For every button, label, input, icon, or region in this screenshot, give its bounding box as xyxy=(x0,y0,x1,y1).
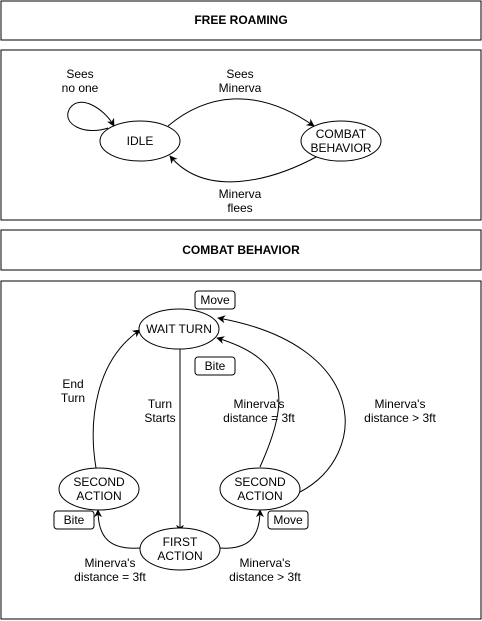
state-second-action-right-label-2: ACTION xyxy=(237,489,282,503)
tag-move-right xyxy=(267,510,309,530)
label-end-turn-2: Turn xyxy=(61,391,85,405)
label-sees-no-one-2: no one xyxy=(62,81,99,95)
label-dist-gt-lower-1: Minerva's xyxy=(240,556,291,570)
label-dist-eq-lower-1: Minerva's xyxy=(85,556,136,570)
label-sees-minerva-1: Sees xyxy=(226,67,253,81)
label-dist-gt-upper-2: distance > 3ft xyxy=(364,411,436,425)
label-minerva-flees-1: Minerva xyxy=(219,187,262,201)
edge-sees-minerva xyxy=(167,98,315,127)
state-second-action-left-label-2: ACTION xyxy=(76,489,121,503)
state-idle xyxy=(99,120,181,162)
tag-move-top xyxy=(194,290,236,310)
label-sees-minerva-2: Minerva xyxy=(219,81,262,95)
label-turn-starts-2: Starts xyxy=(144,411,175,425)
edge-second-right-to-wait-eq xyxy=(216,336,280,468)
label-dist-gt-upper-1: Minerva's xyxy=(375,397,426,411)
state-second-action-left xyxy=(58,467,140,511)
label-dist-eq-upper-1: Minerva's xyxy=(234,397,285,411)
free-roaming-panel xyxy=(0,49,482,221)
header-box-free-roaming xyxy=(0,0,482,41)
tag-bite-left xyxy=(53,510,95,530)
label-dist-eq-lower-2: distance = 3ft xyxy=(74,570,146,584)
label-dist-eq-upper-2: distance = 3ft xyxy=(223,411,295,425)
label-turn-starts-1: Turn xyxy=(148,397,172,411)
state-wait-turn xyxy=(138,308,220,350)
state-second-action-left-label-1: SECOND xyxy=(73,475,125,489)
edge-first-to-second-left xyxy=(94,509,141,549)
tag-bite-mid xyxy=(194,356,236,376)
label-sees-no-one-1: Sees xyxy=(66,67,93,81)
edge-sees-no-one xyxy=(67,101,115,132)
state-first-action-label-1: FIRST xyxy=(163,535,198,549)
state-second-action-right xyxy=(219,467,301,511)
header-free-roaming: FREE ROAMING xyxy=(194,13,287,27)
state-wait-turn-label: WAIT TURN xyxy=(146,322,212,336)
state-combat-behavior-label-2: BEHAVIOR xyxy=(310,141,371,155)
label-minerva-flees-2: flees xyxy=(227,201,252,215)
label-dist-gt-lower-2: distance > 3ft xyxy=(229,570,301,584)
header-combat-behavior: COMBAT BEHAVIOR xyxy=(182,243,300,257)
state-idle-label: IDLE xyxy=(127,134,154,148)
tag-bite-mid-label: Bite xyxy=(205,359,226,373)
edge-second-right-to-wait-gt xyxy=(217,315,346,493)
edge-minerva-flees xyxy=(169,155,319,183)
state-first-action xyxy=(139,527,221,571)
edge-end-turn xyxy=(92,329,141,469)
state-first-action-label-2: ACTION xyxy=(157,549,202,563)
header-box-combat-behavior xyxy=(0,229,482,271)
tag-move-top-label: Move xyxy=(200,293,230,307)
combat-panel xyxy=(0,280,482,620)
state-second-action-right-label-1: SECOND xyxy=(234,475,286,489)
tag-bite-left-label: Bite xyxy=(64,513,85,527)
edge-first-to-second-right xyxy=(218,509,264,549)
label-end-turn-1: End xyxy=(62,377,83,391)
state-combat-behavior xyxy=(300,120,382,162)
tag-move-right-label: Move xyxy=(273,513,303,527)
state-combat-behavior-label-1: COMBAT xyxy=(316,127,367,141)
